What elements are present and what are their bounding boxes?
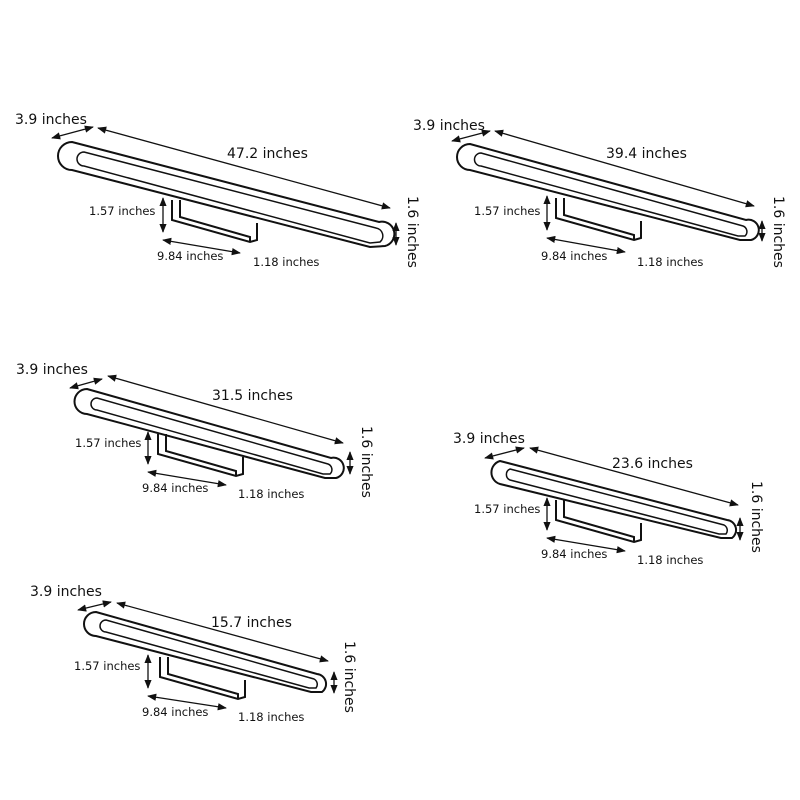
length-label: 23.6 inches xyxy=(612,456,693,472)
lamp-body xyxy=(456,142,760,241)
height-label: 1.6 inches xyxy=(341,641,357,713)
base-length-label: 9.84 inches xyxy=(541,547,607,561)
base-height-label: 1.57 inches xyxy=(74,659,140,673)
lamp-body xyxy=(73,387,345,479)
height-label: 1.6 inches xyxy=(404,196,420,268)
base-length-label: 9.84 inches xyxy=(142,481,208,495)
height-label: 1.6 inches xyxy=(358,426,374,498)
base-depth-label: 1.18 inches xyxy=(238,710,304,724)
width-label: 3.9 inches xyxy=(30,584,102,600)
base-length-label: 9.84 inches xyxy=(142,705,208,719)
length-label: 47.2 inches xyxy=(227,146,308,162)
length-label: 15.7 inches xyxy=(211,615,292,631)
base-height-label: 1.57 inches xyxy=(474,502,540,516)
height-label: 1.6 inches xyxy=(770,196,786,268)
base-height-label: 1.57 inches xyxy=(75,436,141,450)
wall-base xyxy=(555,500,642,544)
dimension-arrows xyxy=(451,129,766,255)
base-depth-label: 1.18 inches xyxy=(637,255,703,269)
lamp-body xyxy=(490,459,738,539)
length-label: 39.4 inches xyxy=(606,146,687,162)
wall-base xyxy=(157,434,244,478)
base-height-label: 1.57 inches xyxy=(89,204,155,218)
base-length-label: 9.84 inches xyxy=(157,249,223,263)
dimension-arrows xyxy=(51,125,400,256)
lamp-figure-4: 3.9 inches 23.6 inches 1.6 inches 1.57 i… xyxy=(453,431,764,567)
dimension-arrows xyxy=(69,374,354,488)
width-label: 3.9 inches xyxy=(15,112,87,128)
height-label: 1.6 inches xyxy=(748,481,764,553)
width-label: 3.9 inches xyxy=(16,362,88,378)
lamp-figure-3: 3.9 inches 31.5 inches 1.6 inches 1.57 i… xyxy=(16,362,374,501)
base-length-label: 9.84 inches xyxy=(541,249,607,263)
wall-base xyxy=(159,657,246,701)
dimension-arrows xyxy=(484,446,744,554)
base-depth-label: 1.18 inches xyxy=(637,553,703,567)
length-label: 31.5 inches xyxy=(212,388,293,404)
base-height-label: 1.57 inches xyxy=(474,204,540,218)
base-depth-label: 1.18 inches xyxy=(253,255,319,269)
lamp-figure-5: 3.9 inches 15.7 inches 1.6 inches 1.57 i… xyxy=(30,584,357,724)
width-label: 3.9 inches xyxy=(453,431,525,447)
base-depth-label: 1.18 inches xyxy=(238,487,304,501)
lamp-figure-1: 3.9 inches 47.2 inches 1.6 inches 1.57 i… xyxy=(15,112,420,269)
width-label: 3.9 inches xyxy=(413,118,485,134)
lamp-body xyxy=(83,610,328,693)
dimension-arrows xyxy=(77,600,338,711)
lamp-figure-2: 3.9 inches 39.4 inches 1.6 inches 1.57 i… xyxy=(413,118,786,269)
